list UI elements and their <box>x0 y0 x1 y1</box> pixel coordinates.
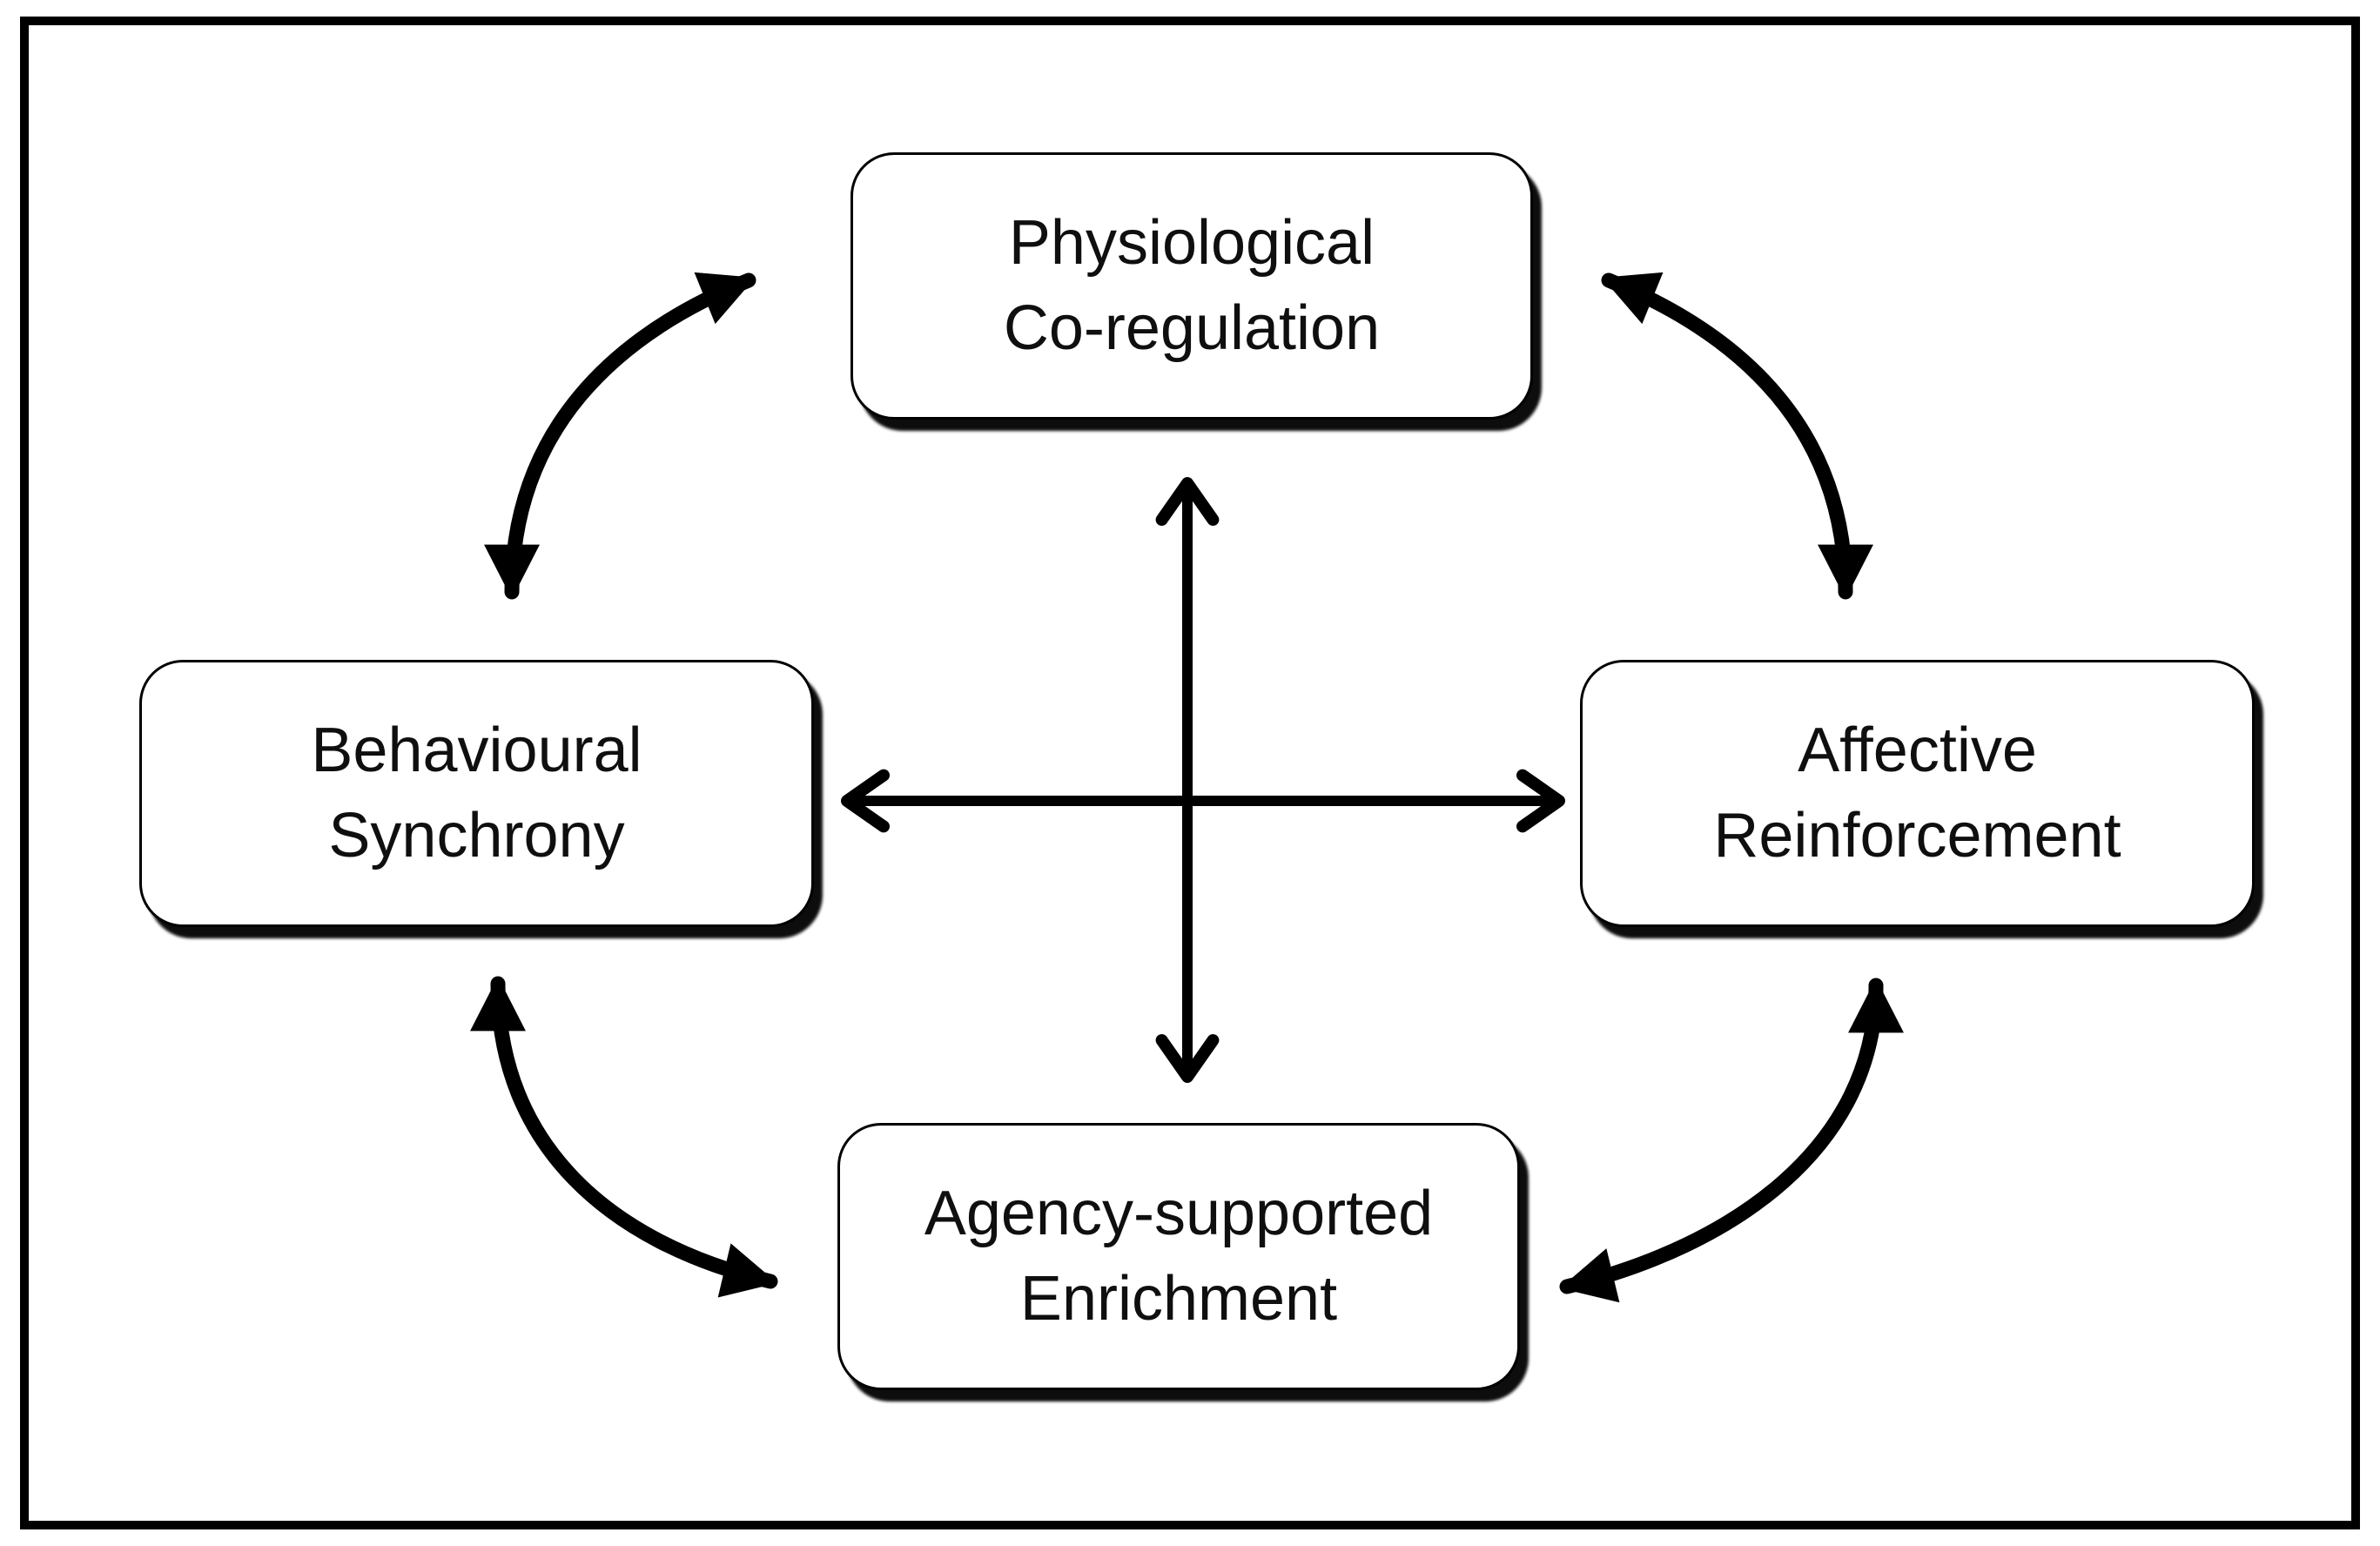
arrow-behavioural-to-agency <box>470 976 778 1298</box>
outer-border <box>20 17 2360 1529</box>
node-label-line: Physiological <box>1008 208 1375 279</box>
arrow-behavioural-to-physiological <box>484 272 756 600</box>
node-label-line: Behavioural <box>311 716 642 786</box>
node-label-line: Reinforcement <box>1713 800 2121 870</box>
node-label-line: Synchrony <box>328 800 625 870</box>
node-label-line: Affective <box>1798 716 2037 786</box>
arrow-physiological-to-affective <box>1601 272 1873 600</box>
node-label-line: Co-regulation <box>1003 292 1381 363</box>
node-affective-reinforcement: Affective Reinforcement <box>1580 660 2255 927</box>
node-label-line: Agency-supported <box>924 1179 1434 1249</box>
node-agency-supported-enrichment: Agency-supported Enrichment <box>837 1123 1520 1390</box>
node-physiological-co-regulation: Physiological Co-regulation <box>850 152 1533 420</box>
node-behavioural-synchrony: Behavioural Synchrony <box>139 660 814 927</box>
node-label-line: Enrichment <box>1019 1263 1338 1334</box>
arrow-affective-to-agency <box>1559 978 1904 1303</box>
